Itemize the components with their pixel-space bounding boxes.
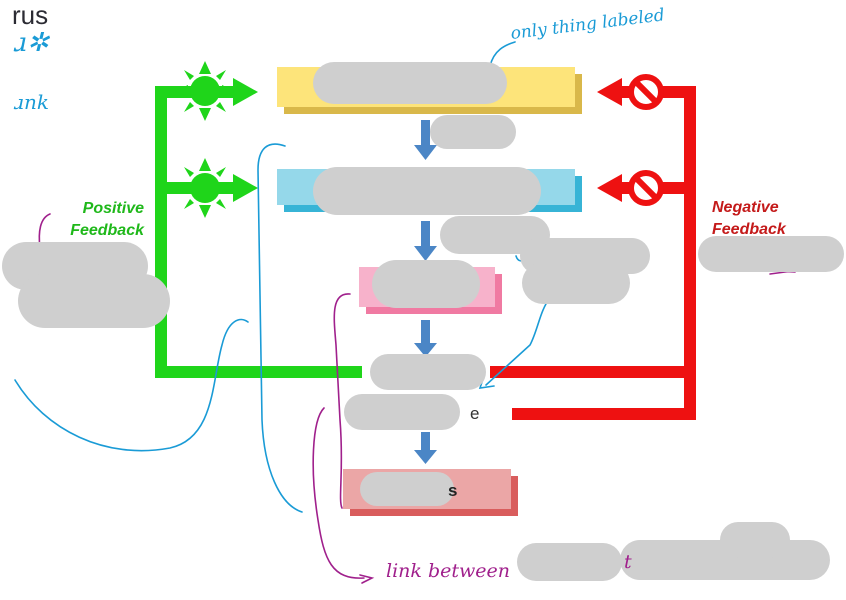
box-text-fragment: s [448, 481, 458, 500]
handwritten-scribble: ɹ✲ [14, 28, 49, 58]
sun-icon [175, 61, 235, 121]
handwritten-scribble: ɹnk [14, 90, 50, 114]
prohibition-icon [628, 170, 664, 206]
down-arrow [414, 120, 437, 160]
ink-strokes-blue [14, 41, 551, 513]
page-title-fragment: rus [12, 0, 49, 30]
down-arrow [414, 221, 437, 261]
positive-feedback-label: Positive Feedback [70, 200, 144, 239]
down-arrow [414, 320, 437, 357]
sun-icon [175, 158, 235, 218]
down-arrow [414, 432, 437, 464]
negative-feedback-label: Negative Feedback [712, 199, 786, 238]
handwritten-annotation-bottom: link between [386, 560, 510, 582]
handwritten-annotation-trailing: t [624, 551, 632, 573]
box-text-fragment: e [470, 404, 480, 423]
redaction-blobs [2, 62, 844, 581]
negative-feedback-loop [490, 78, 696, 420]
prohibition-icon [628, 74, 664, 110]
